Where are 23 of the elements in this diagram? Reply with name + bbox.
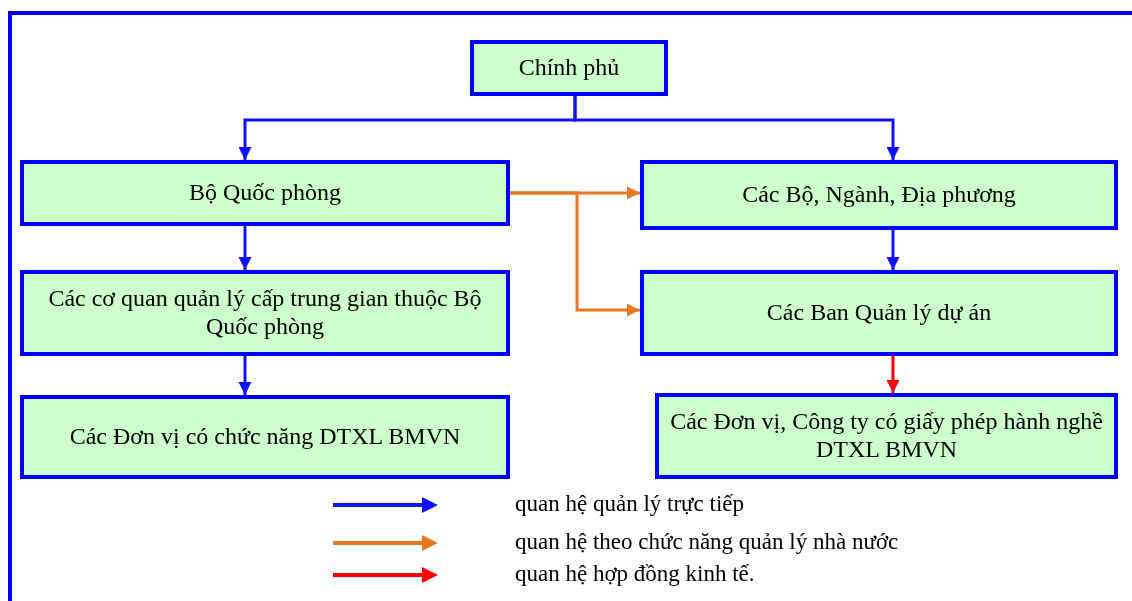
arrow xyxy=(573,96,900,160)
legend-text: quan hệ theo chức năng quản lý nhà nước xyxy=(515,529,899,555)
box-label: Các Đơn vị có chức năng DTXL BMVN xyxy=(69,423,461,451)
box-label: Các Đơn vị, Công ty có giấy phép hành nghề DTXL BMVN xyxy=(669,408,1104,464)
legend-text: quan hệ quản lý trực tiếp xyxy=(515,491,744,517)
arrow xyxy=(886,356,900,393)
box-label: Các cơ quan quản lý cấp trung gian thuộc Bộ Quốc phòng xyxy=(47,285,483,341)
box-label: Các Bộ, Ngành, Địa phương xyxy=(742,181,1016,209)
org-box xyxy=(640,160,1118,230)
arrow xyxy=(238,226,252,270)
org-box xyxy=(655,393,1118,479)
org-box xyxy=(20,395,510,479)
arrow xyxy=(510,191,640,317)
arrow xyxy=(886,230,900,270)
org-box xyxy=(470,40,668,96)
org-box xyxy=(20,270,510,356)
legend-text: quan hệ hợp đồng kinh tế. xyxy=(515,561,755,587)
box-label: Bộ Quốc phòng xyxy=(189,179,341,207)
org-box xyxy=(20,160,510,226)
arrow xyxy=(238,356,252,395)
box-label: Các Ban Quản lý dự án xyxy=(766,299,992,327)
org-box xyxy=(640,270,1118,356)
box-label: Chính phủ xyxy=(518,54,620,82)
